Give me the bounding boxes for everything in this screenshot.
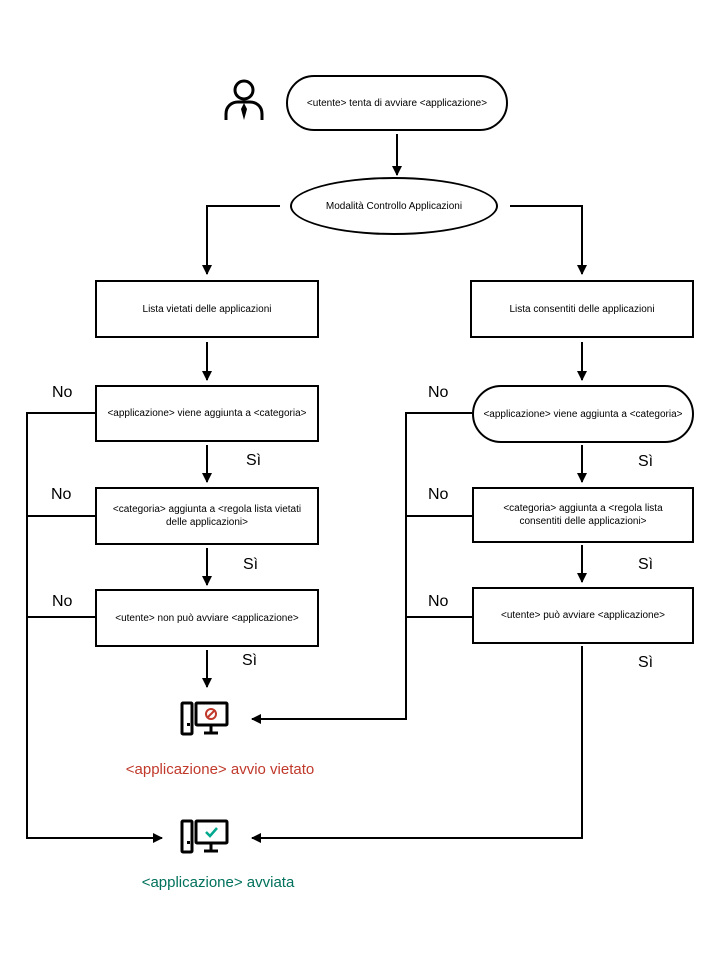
left-no-line: [26, 412, 163, 843]
computer-blocked-icon: [180, 701, 229, 736]
left-q1-label: <applicazione> viene aggiunta a <categor…: [107, 408, 307, 419]
left-list-node: Lista vietati delle applicazioni: [95, 280, 319, 338]
started-result-label: <applicazione> avviata: [141, 874, 295, 891]
no-label: No: [428, 384, 449, 401]
no-label: No: [428, 486, 449, 503]
right-list-label: Lista consentiti delle applicazioni: [509, 303, 655, 315]
right-q2-label: <categoria> aggiunta a <regola lista con…: [503, 503, 663, 527]
no-label: No: [52, 384, 73, 401]
start-node-label: <utente> tenta di avviare <applicazione>: [306, 97, 488, 109]
mode-node-label: Modalità Controllo Applicazioni: [325, 200, 463, 212]
yes-label: Sì: [638, 654, 654, 671]
no-label: No: [51, 486, 72, 503]
right-q1-label: <applicazione> viene aggiunta a <categor…: [483, 408, 683, 420]
yes-label: Sì: [242, 652, 258, 669]
no-label: No: [428, 593, 449, 610]
left-list-label: Lista vietati delle applicazioni: [142, 303, 272, 315]
right-list-node: Lista consentiti delle applicazioni: [470, 280, 694, 338]
blocked-result-label: <applicazione> avvio vietato: [125, 761, 315, 778]
left-q3-label: <utente> non può avviare <applicazione>: [115, 612, 299, 624]
right-yes-line: [251, 646, 583, 843]
left-q1-node: <applicazione> viene aggiunta a <categor…: [95, 385, 319, 442]
left-q2-label: <categoria> aggiunta a <regola lista vie…: [112, 504, 302, 528]
mode-node: Modalità Controllo Applicazioni: [290, 177, 498, 235]
yes-label: Sì: [243, 556, 259, 573]
yes-label: Sì: [246, 452, 262, 469]
left-q2-node: <categoria> aggiunta a <regola lista vie…: [95, 487, 319, 545]
right-q3-node: <utente> può avviare <applicazione>: [472, 587, 694, 644]
no-label: No: [52, 593, 73, 610]
right-q3-label: <utente> può avviare <applicazione>: [500, 610, 665, 621]
right-q1-node: <applicazione> viene aggiunta a <categor…: [472, 385, 694, 443]
left-q3-node: <utente> non può avviare <applicazione>: [95, 589, 319, 647]
right-no-line: [251, 412, 472, 724]
user-icon: [224, 79, 264, 120]
computer-check-icon: [180, 819, 229, 854]
start-node: <utente> tenta di avviare <applicazione>: [286, 75, 508, 131]
yes-label: Sì: [638, 453, 654, 470]
right-q2-node: <categoria> aggiunta a <regola lista con…: [472, 487, 694, 543]
arrow-mode-to-left-list: [202, 205, 280, 275]
arrow-mode-to-right-list: [510, 205, 587, 275]
yes-label: Sì: [638, 556, 654, 573]
